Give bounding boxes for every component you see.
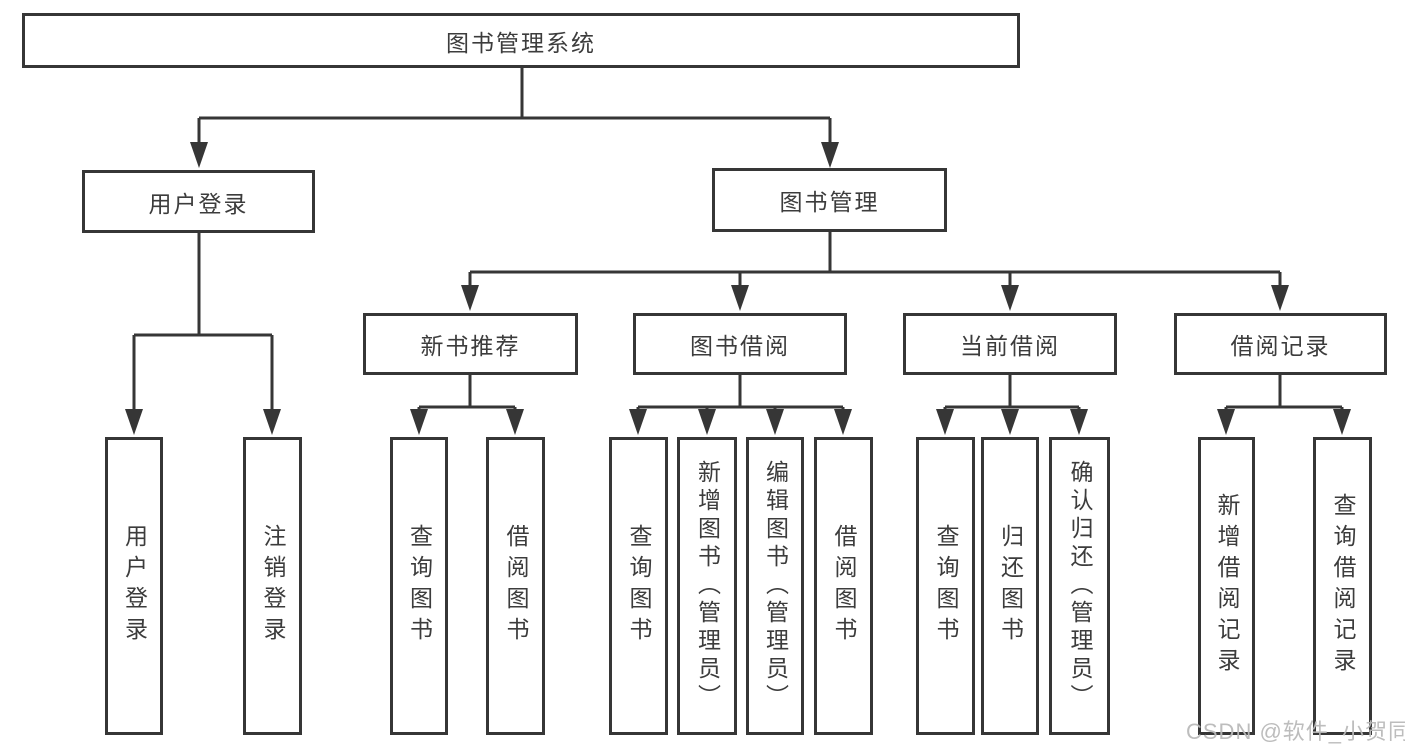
edges-book-borrowing (629, 375, 852, 435)
edges-book-management (461, 232, 1289, 311)
leaf-query-books-current: 查询图书 (916, 437, 975, 735)
arrowhead (936, 409, 954, 435)
node-borrow-records: 借阅记录 (1174, 313, 1387, 375)
arrowhead (190, 142, 208, 168)
leaf-add-borrow-record-label: 新增借阅记录 (1214, 493, 1240, 679)
arrowhead (1271, 285, 1289, 311)
arrowhead (629, 409, 647, 435)
leaf-confirm-return-admin-label: 确认归还（管理员） (1067, 460, 1093, 712)
node-user-login-label: 用户登录 (148, 190, 249, 217)
leaf-edit-books-admin-label: 编辑图书（管理员） (762, 460, 789, 712)
leaf-query-books-borrowing-label: 查询图书 (626, 524, 652, 648)
leaf-add-borrow-record: 新增借阅记录 (1198, 437, 1255, 735)
leaf-add-books-admin-label: 新增图书（管理员） (694, 460, 721, 712)
leaf-edit-books-admin: 编辑图书（管理员） (746, 437, 804, 735)
node-current-borrowing-label: 当前借阅 (960, 333, 1060, 359)
arrowhead (125, 409, 143, 435)
leaf-user-login-label: 用户登录 (121, 524, 148, 648)
leaf-add-books-admin: 新增图书（管理员） (677, 437, 737, 735)
leaf-return-books-label: 归还图书 (997, 524, 1024, 648)
node-book-management-label: 图书管理 (779, 189, 880, 215)
leaf-query-books-current-label: 查询图书 (933, 524, 959, 648)
arrowhead (1333, 409, 1351, 435)
leaf-logout: 注销登录 (243, 437, 302, 735)
edges-user-login (125, 233, 281, 435)
leaf-query-books-borrowing: 查询图书 (609, 437, 668, 735)
leaf-logout-label: 注销登录 (260, 524, 286, 648)
arrowhead (834, 409, 852, 435)
arrowhead (506, 409, 524, 435)
leaf-borrow-books-recommend: 借阅图书 (486, 437, 545, 735)
arrowhead (1001, 285, 1019, 311)
arrowhead (1001, 409, 1019, 435)
node-library-system: 图书管理系统 (22, 13, 1020, 68)
arrowhead (821, 142, 839, 168)
leaf-return-books: 归还图书 (981, 437, 1039, 735)
leaf-borrow-books-recommend-label: 借阅图书 (503, 524, 529, 648)
node-borrow-records-label: 借阅记录 (1230, 333, 1331, 359)
leaf-query-books-recommend: 查询图书 (390, 437, 448, 735)
arrowhead (461, 285, 479, 311)
node-new-book-recommend: 新书推荐 (363, 313, 578, 375)
leaf-borrow-books-borrowing: 借阅图书 (814, 437, 873, 735)
node-user-login: 用户登录 (82, 170, 315, 233)
arrowhead (731, 285, 749, 311)
edges-new-book-recommend (410, 375, 524, 435)
leaf-borrow-books-borrowing-label: 借阅图书 (831, 524, 857, 648)
leaf-confirm-return-admin: 确认归还（管理员） (1049, 437, 1110, 735)
leaf-query-books-recommend-label: 查询图书 (406, 524, 433, 648)
edges-current-borrowing (936, 375, 1088, 435)
edges-borrow-records (1217, 375, 1351, 435)
csdn-watermark: CSDN @软件_小贺同学 (1186, 719, 1405, 744)
leaf-user-login: 用户登录 (105, 437, 163, 735)
arrowhead (698, 409, 716, 435)
node-book-borrowing: 图书借阅 (633, 313, 847, 375)
arrowhead (410, 409, 428, 435)
arrowhead (1070, 409, 1088, 435)
leaf-query-borrow-record: 查询借阅记录 (1313, 437, 1372, 735)
arrowhead (263, 409, 281, 435)
node-library-system-label: 图书管理系统 (446, 29, 596, 56)
arrowhead (1217, 409, 1235, 435)
leaf-query-borrow-record-label: 查询借阅记录 (1330, 493, 1356, 679)
node-current-borrowing: 当前借阅 (903, 313, 1117, 375)
node-new-book-recommend-label: 新书推荐 (420, 333, 521, 359)
node-book-borrowing-label: 图书借阅 (690, 333, 790, 359)
node-book-management: 图书管理 (712, 168, 947, 232)
arrowhead (766, 409, 784, 435)
edges-root (190, 68, 839, 168)
